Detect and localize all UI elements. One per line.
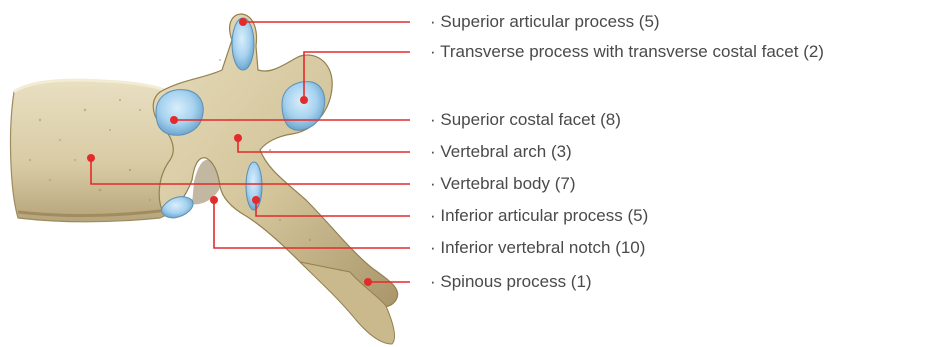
label-superior-articular-process: · Superior articular process (5) xyxy=(430,12,660,32)
label-vertebral-body: · Vertebral body (7) xyxy=(430,174,576,194)
label-vertebral-arch: · Vertebral arch (3) xyxy=(430,142,572,162)
label-transverse-process: · Transverse process with transverse cos… xyxy=(430,42,824,62)
label-inferior-vertebral-notch: · Inferior vertebral notch (10) xyxy=(430,238,645,258)
label-spinous-process: · Spinous process (1) xyxy=(430,272,592,292)
label-inferior-articular-process: · Inferior articular process (5) xyxy=(430,206,648,226)
label-superior-costal-facet: · Superior costal facet (8) xyxy=(430,110,621,130)
